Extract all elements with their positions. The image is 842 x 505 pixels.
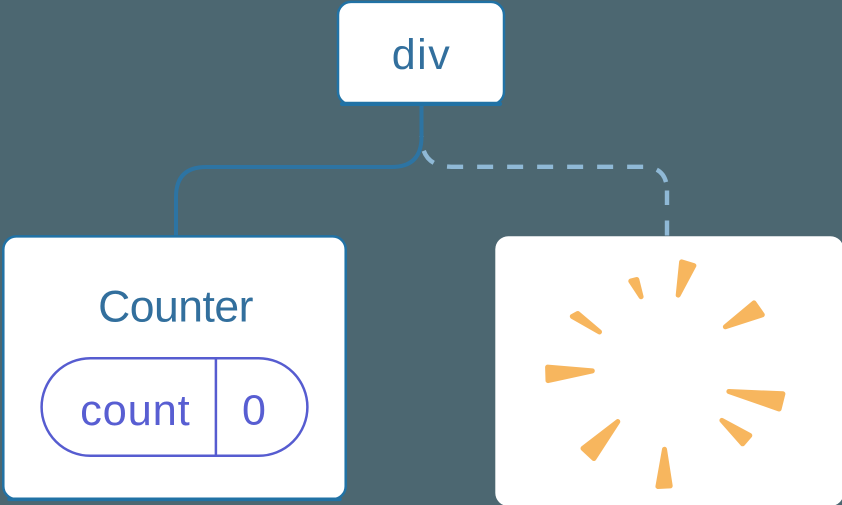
svg-text:Counter: Counter [98,283,253,332]
svg-text:0: 0 [242,386,266,434]
svg-text:div: div [392,31,451,79]
svg-text:count: count [80,387,190,435]
